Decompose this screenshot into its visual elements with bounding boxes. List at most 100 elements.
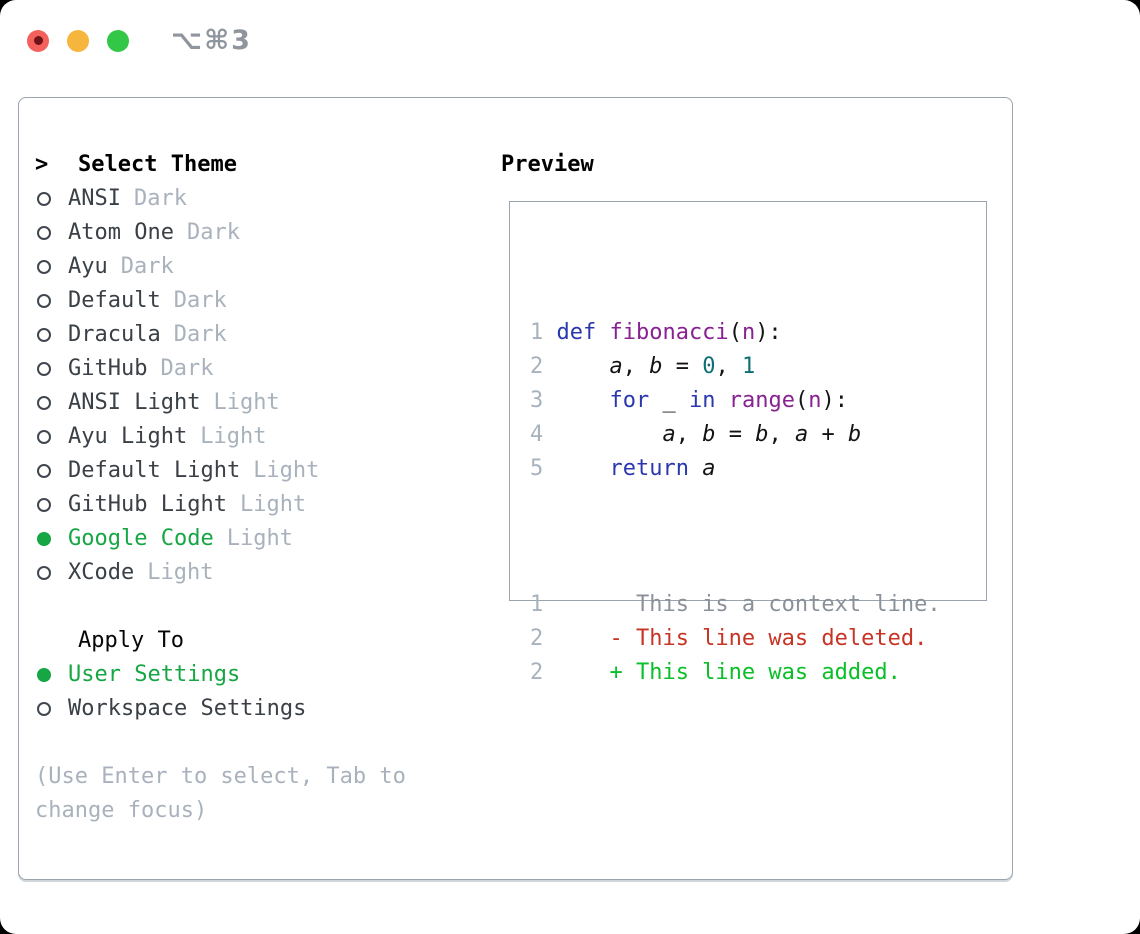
option-label: Atom One <box>68 220 174 245</box>
code-segment-fn: n <box>741 320 756 345</box>
line-number: 3 <box>530 388 544 413</box>
code-segment-pl <box>556 388 609 413</box>
option-label: Workspace Settings <box>68 696 307 721</box>
option-variant-label: Light <box>239 492 307 517</box>
theme-option-xcode[interactable]: XCode Light <box>35 556 467 590</box>
theme-option-ansi[interactable]: ANSI Dark <box>35 182 467 216</box>
theme-option-github-light[interactable]: GitHub Light Light <box>35 488 467 522</box>
option-label: Default <box>68 288 161 313</box>
radio-circle <box>37 532 51 546</box>
code-segment-pl <box>715 388 728 413</box>
option-label: GitHub Light <box>68 492 227 517</box>
unselected-radio-icon <box>35 362 68 376</box>
theme-option-atom-one[interactable]: Atom One Dark <box>35 216 467 250</box>
option-label: ANSI <box>68 186 121 211</box>
diff-line-added: 2 + This line was added. <box>530 656 986 690</box>
option-label: XCode <box>68 560 135 585</box>
option-label: Dracula <box>68 322 161 347</box>
line-number: 2 <box>530 660 544 685</box>
unselected-radio-icon <box>35 702 68 716</box>
code-segment-kw: for <box>609 388 650 413</box>
radio-circle <box>37 396 51 410</box>
code-text: return a <box>556 456 715 481</box>
option-variant-label: Light <box>200 424 267 449</box>
code-segment-var: b <box>649 354 663 379</box>
unselected-radio-icon <box>35 226 68 240</box>
radio-circle <box>37 702 51 716</box>
diff-line-deleted: 2 - This line was deleted. <box>530 622 986 656</box>
unselected-radio-icon <box>35 192 68 206</box>
apply-option-workspace-settings[interactable]: Workspace Settings <box>35 692 467 726</box>
code-segment-var: a <box>662 422 676 447</box>
option-variant-label: Dark <box>186 220 240 245</box>
line-number: 1 <box>530 592 544 617</box>
option-variant-label: Light <box>147 560 214 585</box>
radio-circle <box>37 498 51 512</box>
preview-code-line: 4 a, b = b, a + b <box>530 418 986 452</box>
preview-code-line: 5 return a <box>530 452 986 486</box>
code-text: for _ in range(n): <box>556 388 847 413</box>
apply-option-user-settings[interactable]: User Settings <box>35 658 467 692</box>
code-segment-fn: fibonacci <box>609 320 729 345</box>
unselected-radio-icon <box>35 396 68 410</box>
option-label: ANSI Light <box>68 390 201 415</box>
unselected-radio-icon <box>35 294 68 308</box>
unselected-radio-icon <box>35 464 68 478</box>
option-variant-label: Dark <box>173 322 227 347</box>
code-segment-num: 0 <box>702 354 716 379</box>
code-segment-pl: = <box>662 354 703 379</box>
code-segment-fn: n <box>808 388 822 413</box>
theme-option-dracula[interactable]: Dracula Dark <box>35 318 467 352</box>
theme-option-github[interactable]: GitHub Dark <box>35 352 467 386</box>
code-segment-var: a <box>794 422 809 447</box>
option-variant-label: Dark <box>133 186 187 211</box>
code-segment-pl: , <box>675 422 703 447</box>
code-segment-pl: ): <box>821 388 848 413</box>
diff-text: + This line was added. <box>556 660 901 685</box>
cursor-icon: > <box>35 152 49 177</box>
code-segment-pl: , <box>768 422 795 447</box>
titlebar: ⌥⌘3 <box>27 25 252 56</box>
radio-circle <box>37 294 51 308</box>
code-segment-num: 1 <box>741 354 756 379</box>
preview-title: Preview <box>501 152 594 177</box>
option-variant-label: Light <box>226 526 293 551</box>
option-label: Ayu <box>68 254 108 279</box>
theme-option-default[interactable]: Default Dark <box>35 284 467 318</box>
option-label: GitHub <box>68 356 148 381</box>
theme-list-title: Select Theme <box>78 152 237 177</box>
unselected-radio-icon <box>35 498 68 512</box>
selected-radio-icon <box>35 532 68 546</box>
code-segment-pl: + <box>808 422 848 447</box>
radio-circle <box>37 192 51 206</box>
option-variant-label: Dark <box>160 356 214 381</box>
line-number: 4 <box>530 422 544 447</box>
radio-circle <box>37 226 51 240</box>
option-variant-label: Dark <box>120 254 174 279</box>
radio-circle <box>37 464 51 478</box>
code-segment-pl: = <box>715 422 756 447</box>
code-segment-pl: ): <box>755 320 782 345</box>
code-segment-var: b <box>847 422 862 447</box>
theme-list-header: > Select Theme <box>35 148 467 182</box>
window-title: ⌥⌘3 <box>171 25 252 56</box>
unselected-radio-icon <box>35 328 68 342</box>
minimize-button[interactable] <box>67 29 89 52</box>
unselected-radio-icon <box>35 260 68 274</box>
code-segment-pl <box>556 354 609 379</box>
diff-line-context: 1 This is a context line. <box>530 588 986 622</box>
diff-text: - This line was deleted. <box>556 626 928 651</box>
selected-radio-icon <box>35 668 68 682</box>
close-button[interactable] <box>27 29 49 52</box>
zoom-button[interactable] <box>107 29 129 52</box>
option-variant-label: Dark <box>173 288 227 313</box>
theme-option-ayu[interactable]: Ayu Dark <box>35 250 467 284</box>
code-text: a, b = b, a + b <box>556 422 861 447</box>
